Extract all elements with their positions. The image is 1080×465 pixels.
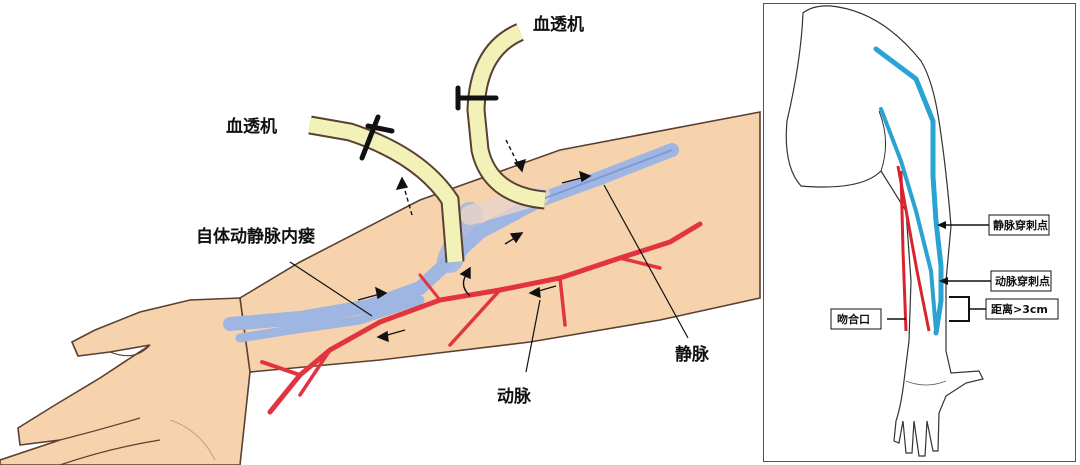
label-distance: 距离>3cm [991,302,1048,316]
label-anastomosis: 吻合口 [837,312,870,326]
label-artery-puncture: 动脉穿刺点 [995,274,1050,288]
dialysis-tube-left [308,114,465,263]
vein-leader-line [603,184,689,339]
label-dialysis-machine-1: 血透机 [226,116,277,137]
flow-arrows [357,139,592,343]
label-dialysis-machine-2: 血透机 [533,14,584,35]
arm-outline [785,5,984,457]
hand-skin [0,297,251,465]
label-vein: 静脉 [675,344,710,365]
arm-puncture-diagram: 静脉穿刺点 动脉穿刺点 距离>3cm 吻合口 [785,5,1059,457]
label-artery: 动脉 [497,386,532,407]
left-arm-illustration: 血透机 血透机 自体动静脉内瘘 静脉 动脉 [0,14,761,465]
dialysis-tube-right [455,23,547,210]
label-fistula: 自体动静脉内瘘 [196,226,315,247]
label-vein-puncture: 静脉穿刺点 [993,218,1048,232]
artery-vessel [260,221,703,415]
right-panel-frame: 静脉穿刺点 动脉穿刺点 距离>3cm 吻合口 [763,3,1076,462]
vein-line [873,46,944,336]
fistula-leader-line [289,261,373,317]
artery-leader-line [525,299,541,373]
